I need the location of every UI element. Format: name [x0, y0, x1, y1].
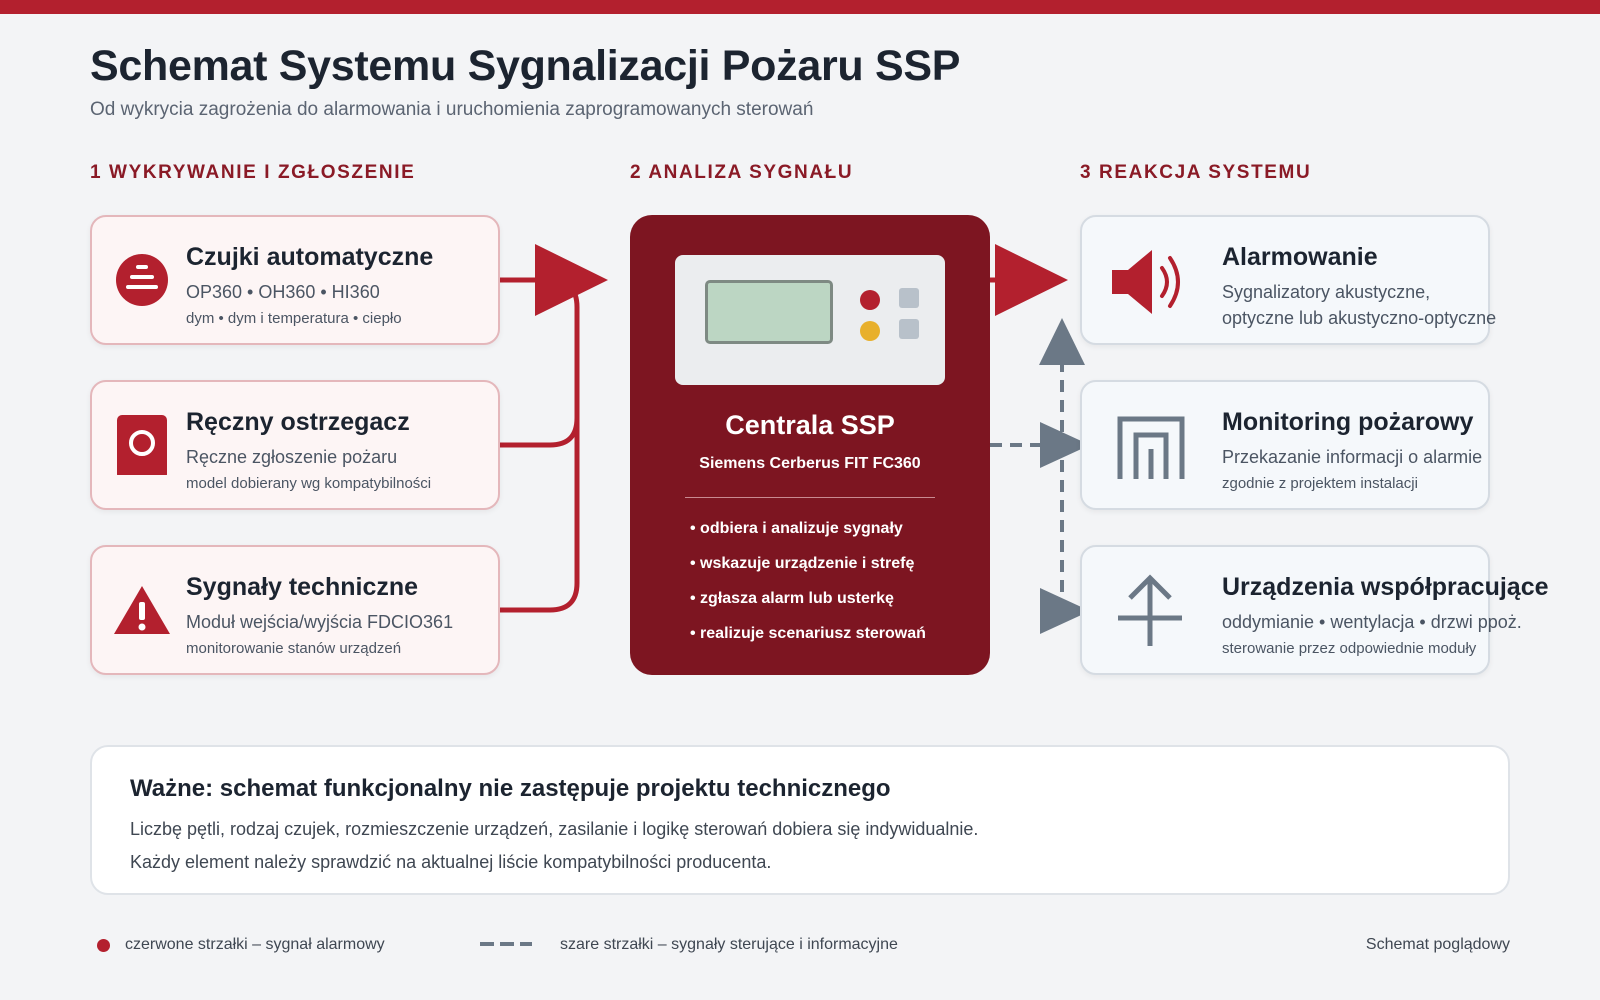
- output-card-devices: Urządzenia współpracujące oddymianie • w…: [1080, 545, 1549, 675]
- central-bullet: • odbiera i analizuje sygnały: [690, 520, 903, 537]
- card-title: Monitoring pożarowy: [1222, 408, 1474, 436]
- section-label-react: 3 REAKCJA SYSTEMU: [1080, 162, 1312, 183]
- section-label-detect: 1 WYKRYWANIE I ZGŁOSZENIE: [90, 162, 416, 183]
- card-line-secondary: dym • dym i temperatura • ciepło: [186, 310, 402, 327]
- important-note: Ważne: schemat funkcjonalny nie zastępuj…: [90, 745, 1510, 895]
- red-line-technical: [497, 415, 580, 613]
- note-title: Ważne: schemat funkcjonalny nie zastępuj…: [130, 775, 891, 802]
- page-title: Schemat Systemu Sygnalizacji Pożaru SSP: [90, 42, 961, 90]
- card-line-primary: Sygnalizatory akustyczne,: [1222, 282, 1431, 302]
- card-title: Czujki automatyczne: [186, 243, 434, 271]
- footer-note: Schemat poglądowy: [1365, 936, 1510, 953]
- input-card-manual: Ręczny ostrzegacz Ręczne zgłoszenie poża…: [90, 380, 500, 510]
- control-panel-illustration: [675, 255, 945, 385]
- legend-red-dot-icon: [97, 939, 110, 952]
- panel-button: [899, 288, 919, 308]
- card-line-primary: Ręczne zgłoszenie pożaru: [186, 447, 398, 467]
- card-line-secondary: optyczne lub akustyczno-optyczne: [1222, 308, 1497, 328]
- central-title: Centrala SSP: [725, 410, 895, 440]
- central-unit: Centrala SSP Siemens Cerberus FIT FC360 …: [630, 215, 990, 675]
- central-bullet: • zgłasza alarm lub usterkę: [690, 590, 894, 607]
- lcd-screen: [705, 280, 833, 344]
- card-line-secondary: model dobierany wg kompatybilności: [186, 475, 432, 492]
- input-card-detectors: Czujki automatyczne OP360 • OH360 • HI36…: [90, 215, 500, 345]
- detector-icon: [116, 254, 168, 306]
- speaker-icon: [1112, 250, 1180, 314]
- card-line-secondary: zgodnie z projektem instalacji: [1222, 475, 1418, 492]
- card-title: Sygnały techniczne: [186, 573, 419, 601]
- gray-arrowhead-devices: [1040, 588, 1090, 634]
- red-arrowhead-to-alarm: [995, 244, 1068, 316]
- alarm-led: [860, 290, 880, 310]
- red-arrowhead-to-central: [535, 244, 608, 316]
- card-title: Urządzenia współpracujące: [1222, 573, 1549, 601]
- legend-gray-dash-icon: [480, 942, 532, 946]
- card-title: Ręczny ostrzegacz: [186, 408, 410, 436]
- note-line: Każdy element należy sprawdzić na aktual…: [130, 852, 772, 872]
- central-model: Siemens Cerberus FIT FC360: [699, 455, 921, 472]
- section-label-analyze: 2 ANALIZA SYGNAŁU: [630, 162, 854, 183]
- card-line-primary: OP360 • OH360 • HI360: [186, 282, 380, 302]
- output-card-monitoring: Monitoring pożarowy Przekazanie informac…: [1080, 380, 1490, 510]
- card-line-secondary: monitorowanie stanów urządzeń: [186, 640, 402, 657]
- output-card-alarm: Alarmowanie Sygnalizatory akustyczne, op…: [1080, 215, 1496, 345]
- gray-arrowhead-alarm: [1039, 318, 1085, 365]
- building-icon: [1117, 416, 1185, 479]
- warning-icon: [114, 586, 170, 634]
- top-accent-bar: [0, 0, 1600, 14]
- legend-red: czerwone strzałki – sygnał alarmowy: [125, 936, 385, 953]
- legend-gray: szare strzałki – sygnały sterujące i inf…: [560, 936, 898, 953]
- card-line-primary: Moduł wejścia/wyjścia FDCIO361: [186, 612, 454, 632]
- central-divider: [685, 497, 935, 498]
- input-card-technical: Sygnały techniczne Moduł wejścia/wyjścia…: [90, 545, 500, 675]
- fault-led: [860, 321, 880, 341]
- card-line-primary: oddymianie • wentylacja • drzwi ppoż.: [1222, 612, 1522, 632]
- antenna-icon: [1118, 574, 1182, 646]
- card-line-secondary: sterowanie przez odpowiednie moduły: [1222, 640, 1477, 657]
- card-title: Alarmowanie: [1222, 243, 1378, 271]
- panel-button: [899, 319, 919, 339]
- card-line-primary: Przekazanie informacji o alarmie: [1222, 447, 1483, 467]
- note-line: Liczbę pętli, rodzaj czujek, rozmieszcze…: [130, 819, 979, 839]
- manual-call-point-icon: [117, 415, 167, 475]
- page-subtitle: Od wykrycia zagrożenia do alarmowania i …: [90, 99, 814, 120]
- gray-arrowhead-monitoring: [1040, 422, 1090, 468]
- central-bullet: • realizuje scenariusz sterowań: [690, 625, 926, 642]
- central-bullet: • wskazuje urządzenie i strefę: [690, 555, 915, 572]
